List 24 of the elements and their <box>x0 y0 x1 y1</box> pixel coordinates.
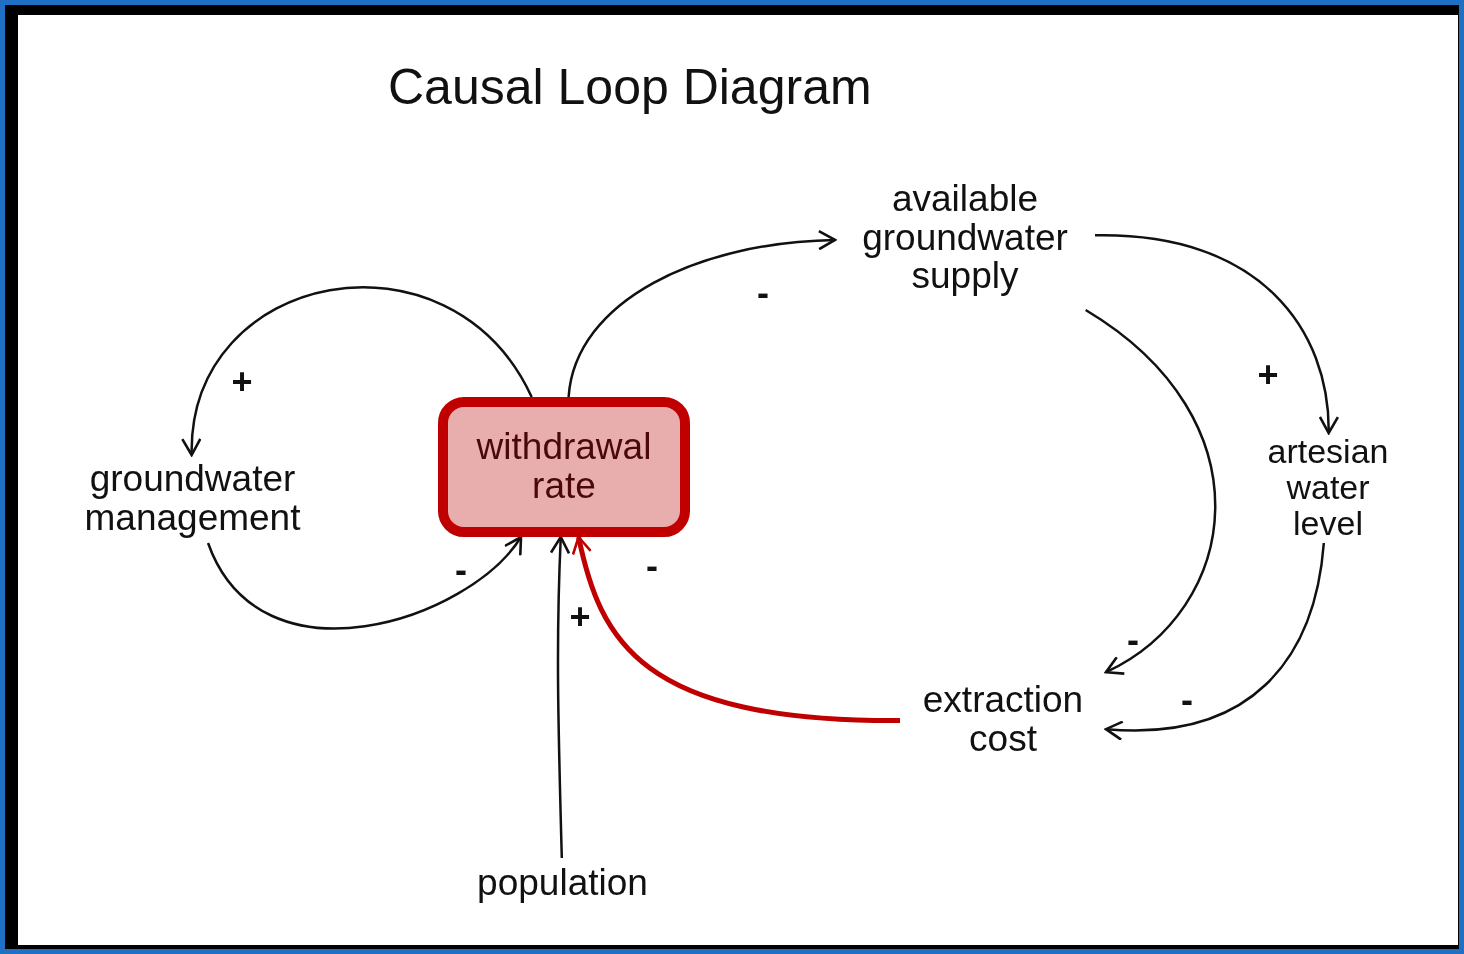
arrow <box>183 286 533 457</box>
arrow <box>549 535 571 859</box>
arrow <box>1104 542 1326 741</box>
node-label: available groundwater supply <box>861 179 1069 297</box>
polarity-sign: + <box>1257 357 1279 393</box>
arrow <box>206 535 523 630</box>
polarity-sign: - <box>455 552 467 588</box>
node-label: groundwater management <box>83 460 302 538</box>
arrow <box>1084 308 1217 674</box>
polarity-sign: - <box>1181 682 1193 718</box>
polarity-sign: + <box>231 364 253 400</box>
node-label: withdrawal rate <box>475 428 653 506</box>
arrow <box>567 230 837 398</box>
polarity-sign: - <box>1127 622 1139 658</box>
node-label: population <box>477 863 648 903</box>
node-label: artesian water level <box>1266 434 1390 542</box>
arrow <box>1094 234 1339 435</box>
polarity-sign: - <box>646 548 658 584</box>
polarity-sign: + <box>569 599 591 635</box>
arrow <box>572 535 901 724</box>
process-box <box>438 397 690 537</box>
polarity-sign: - <box>757 275 769 311</box>
diagram-title: Causal Loop Diagram <box>388 58 872 116</box>
node-label: extraction cost <box>921 681 1085 759</box>
